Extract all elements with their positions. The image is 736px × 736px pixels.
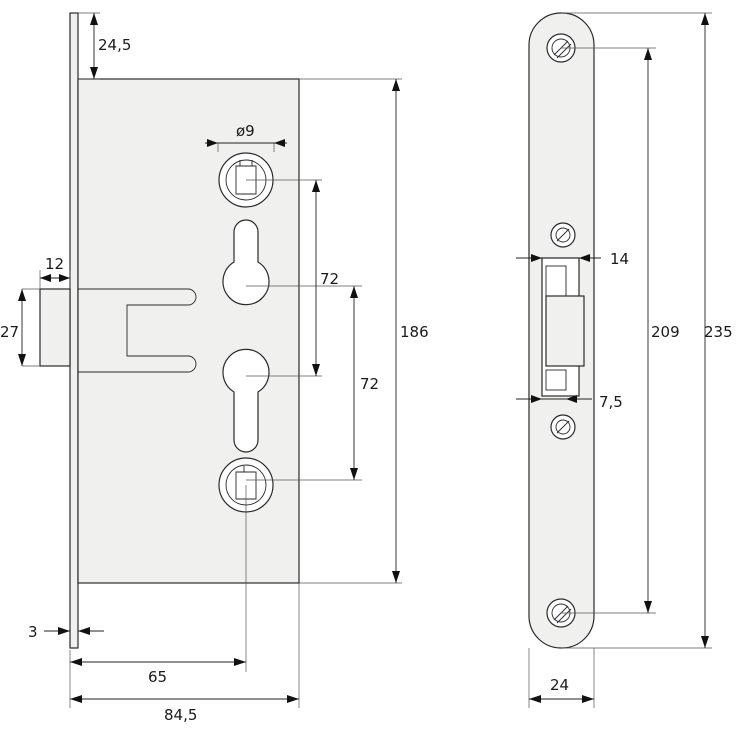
dim-7-5-label: 7,5 — [599, 393, 623, 411]
dim-72-lower-label: 72 — [360, 375, 379, 393]
dim-84-5-label: 84,5 — [164, 706, 197, 724]
lower-square-spindle-icon — [235, 466, 257, 500]
bolt-opening — [541, 257, 585, 397]
dim-186-label: 186 — [400, 323, 429, 341]
dim-72-upper-label: 72 — [320, 270, 339, 288]
forend-strip — [69, 12, 79, 649]
dim-24-5-label: 24,5 — [98, 36, 131, 54]
dim-65-label: 65 — [148, 668, 167, 686]
cylinder-profile-cutout — [222, 348, 270, 453]
lock-case — [77, 78, 300, 584]
face-extension-lines — [528, 12, 712, 708]
bolt-guide — [78, 288, 197, 373]
lock-body-view — [39, 12, 300, 649]
screw-upper-mid — [550, 222, 576, 248]
dim-209-label: 209 — [651, 323, 680, 341]
dim-12-label: 12 — [45, 255, 64, 273]
dim-24-label: 24 — [550, 676, 569, 694]
screw-lower-mid — [550, 414, 576, 440]
dimension-lines — [18, 13, 400, 703]
dimension-labels: 24,5 ø9 72 72 186 12 27 3 65 84,5 14 209… — [0, 36, 733, 724]
dim-3-label: 3 — [28, 623, 38, 641]
dim-235-label: 235 — [704, 323, 733, 341]
dim-14-label: 14 — [610, 250, 629, 268]
forend-face-view — [528, 12, 595, 649]
dim-dia9-label: ø9 — [236, 122, 255, 140]
extension-lines — [22, 12, 402, 708]
dim-27-label: 27 — [0, 323, 19, 341]
latch-bolt — [39, 288, 71, 367]
upper-square-spindle-icon — [235, 160, 257, 195]
face-dimension-lines — [516, 13, 709, 703]
